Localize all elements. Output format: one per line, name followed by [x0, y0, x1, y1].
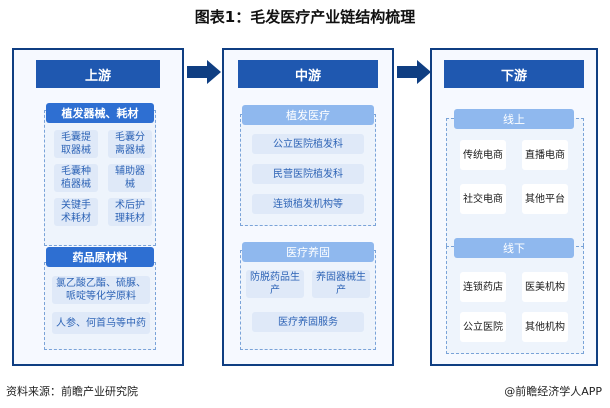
upstream-device-card: 辅助器械 — [108, 164, 152, 192]
upstream-pharma-card: 氯乙酸乙酯、硫脲、哌啶等化学原料 — [52, 276, 150, 304]
upstream-header: 上游 — [36, 60, 160, 88]
midstream-care-card: 医疗养固服务 — [252, 312, 364, 332]
downstream-online-card: 直播电商 — [522, 140, 568, 170]
midstream-transplant-card: 连锁植发机构等 — [252, 194, 364, 214]
midstream-transplant-card: 民营医院植发科 — [252, 164, 364, 184]
midstream-group-transplant-label: 植发医疗 — [242, 105, 374, 125]
downstream-online-card: 传统电商 — [460, 140, 506, 170]
midstream-group-care-label: 医疗养固 — [242, 242, 374, 262]
midstream-group-care — [240, 250, 376, 350]
upstream-device-card: 毛囊分离器械 — [108, 130, 152, 158]
brand-credit: @前瞻经济学人APP — [504, 385, 602, 398]
downstream-group-offline-label: 线下 — [454, 238, 574, 258]
downstream-offline-card: 连锁药店 — [460, 272, 506, 302]
page-title: 图表1：毛发医疗产业链结构梳理 — [194, 8, 416, 26]
midstream-panel: 中游 植发医疗 公立医院植发科 民营医院植发科 连锁植发机构等 医疗养固 防脱药… — [222, 48, 394, 366]
upstream-pharma-card: 人参、何首乌等中药 — [52, 312, 150, 334]
midstream-care-card: 防脱药品生产 — [246, 270, 304, 298]
upstream-device-card: 关键手术耗材 — [54, 198, 98, 226]
midstream-care-card: 养固器械生产 — [312, 270, 370, 298]
upstream-device-card: 术后护理耗材 — [108, 198, 152, 226]
arrow-right-icon — [397, 60, 431, 84]
upstream-device-card: 毛囊提取器械 — [54, 130, 98, 158]
downstream-offline-card: 医美机构 — [522, 272, 568, 302]
midstream-transplant-card: 公立医院植发科 — [252, 134, 364, 154]
upstream-panel: 上游 植发器械、耗材 毛囊提取器械 毛囊分离器械 毛囊种植器械 辅助器械 关键手… — [12, 48, 184, 366]
downstream-offline-card: 公立医院 — [460, 312, 506, 342]
downstream-online-card: 其他平台 — [522, 184, 568, 214]
upstream-group-devices-label: 植发器械、耗材 — [46, 103, 154, 123]
downstream-panel: 下游 线上 传统电商 直播电商 社交电商 其他平台 线下 连锁药店 医美机构 公… — [430, 48, 598, 366]
downstream-offline-card: 其他机构 — [522, 312, 568, 342]
upstream-group-pharma-label: 药品原材料 — [46, 247, 154, 267]
midstream-header: 中游 — [238, 60, 378, 88]
downstream-header: 下游 — [444, 60, 584, 88]
downstream-group-online-label: 线上 — [454, 109, 574, 129]
arrow-right-icon — [187, 60, 221, 84]
downstream-online-card: 社交电商 — [460, 184, 506, 214]
upstream-device-card: 毛囊种植器械 — [54, 164, 98, 192]
source-note: 资料来源：前瞻产业研究院 — [6, 385, 138, 398]
